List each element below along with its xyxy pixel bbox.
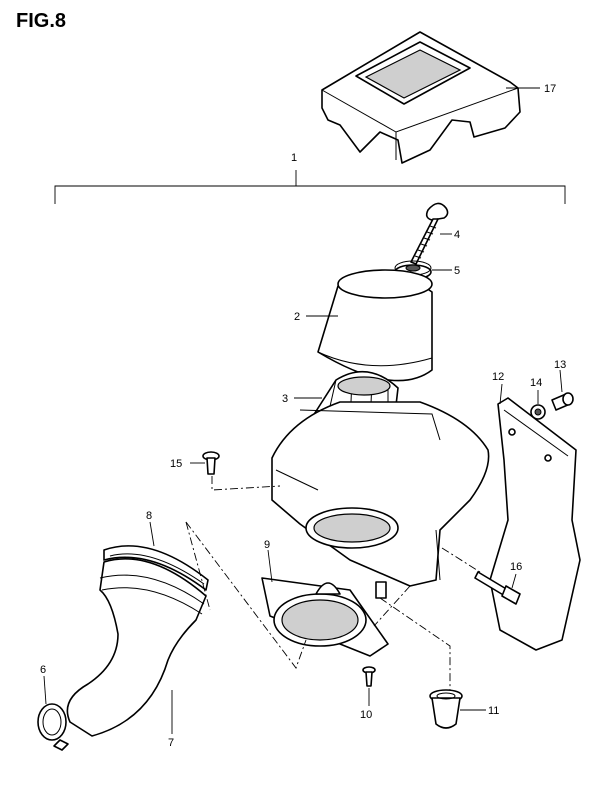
callout-4: 4 bbox=[454, 229, 460, 241]
callout-3: 3 bbox=[282, 393, 288, 405]
alignment-lines bbox=[185, 476, 481, 690]
assembly-bracket bbox=[54, 170, 566, 204]
part-filter-element bbox=[317, 269, 433, 382]
callout-5: 5 bbox=[454, 265, 460, 277]
part-screw-10 bbox=[362, 666, 376, 687]
part-hose-clamp bbox=[37, 703, 69, 751]
callout-7: 7 bbox=[168, 737, 174, 749]
part-intake-hose bbox=[66, 558, 207, 737]
callout-12: 12 bbox=[492, 371, 504, 383]
callout-15: 15 bbox=[170, 458, 182, 470]
part-bolt-16 bbox=[474, 571, 521, 605]
callout-1: 1 bbox=[291, 152, 297, 164]
callout-9: 9 bbox=[264, 539, 270, 551]
part-screw-15 bbox=[202, 451, 220, 475]
callout-14: 14 bbox=[530, 377, 542, 389]
callout-6: 6 bbox=[40, 664, 46, 676]
callout-2: 2 bbox=[294, 311, 300, 323]
callout-13: 13 bbox=[554, 359, 566, 371]
part-flange-adapter bbox=[261, 577, 389, 657]
callout-17: 17 bbox=[544, 83, 556, 95]
callout-labels: 1 2 3 4 5 6 7 8 9 10 11 12 13 14 15 16 1… bbox=[40, 83, 566, 749]
leader-lines bbox=[43, 87, 563, 734]
part-drain-cap bbox=[429, 689, 463, 729]
figure-title: FIG.8 bbox=[16, 10, 67, 32]
callout-8: 8 bbox=[146, 510, 152, 522]
part-bolt-13 bbox=[551, 392, 574, 411]
part-cover bbox=[321, 31, 521, 164]
part-air-box bbox=[271, 401, 490, 599]
part-clamp-band bbox=[103, 545, 209, 591]
part-wing-bolt bbox=[410, 202, 449, 265]
part-guard-plate bbox=[489, 397, 581, 651]
callout-10: 10 bbox=[360, 709, 372, 721]
part-nut-14 bbox=[530, 404, 546, 420]
callout-11: 11 bbox=[488, 705, 499, 717]
callout-16: 16 bbox=[510, 561, 522, 573]
